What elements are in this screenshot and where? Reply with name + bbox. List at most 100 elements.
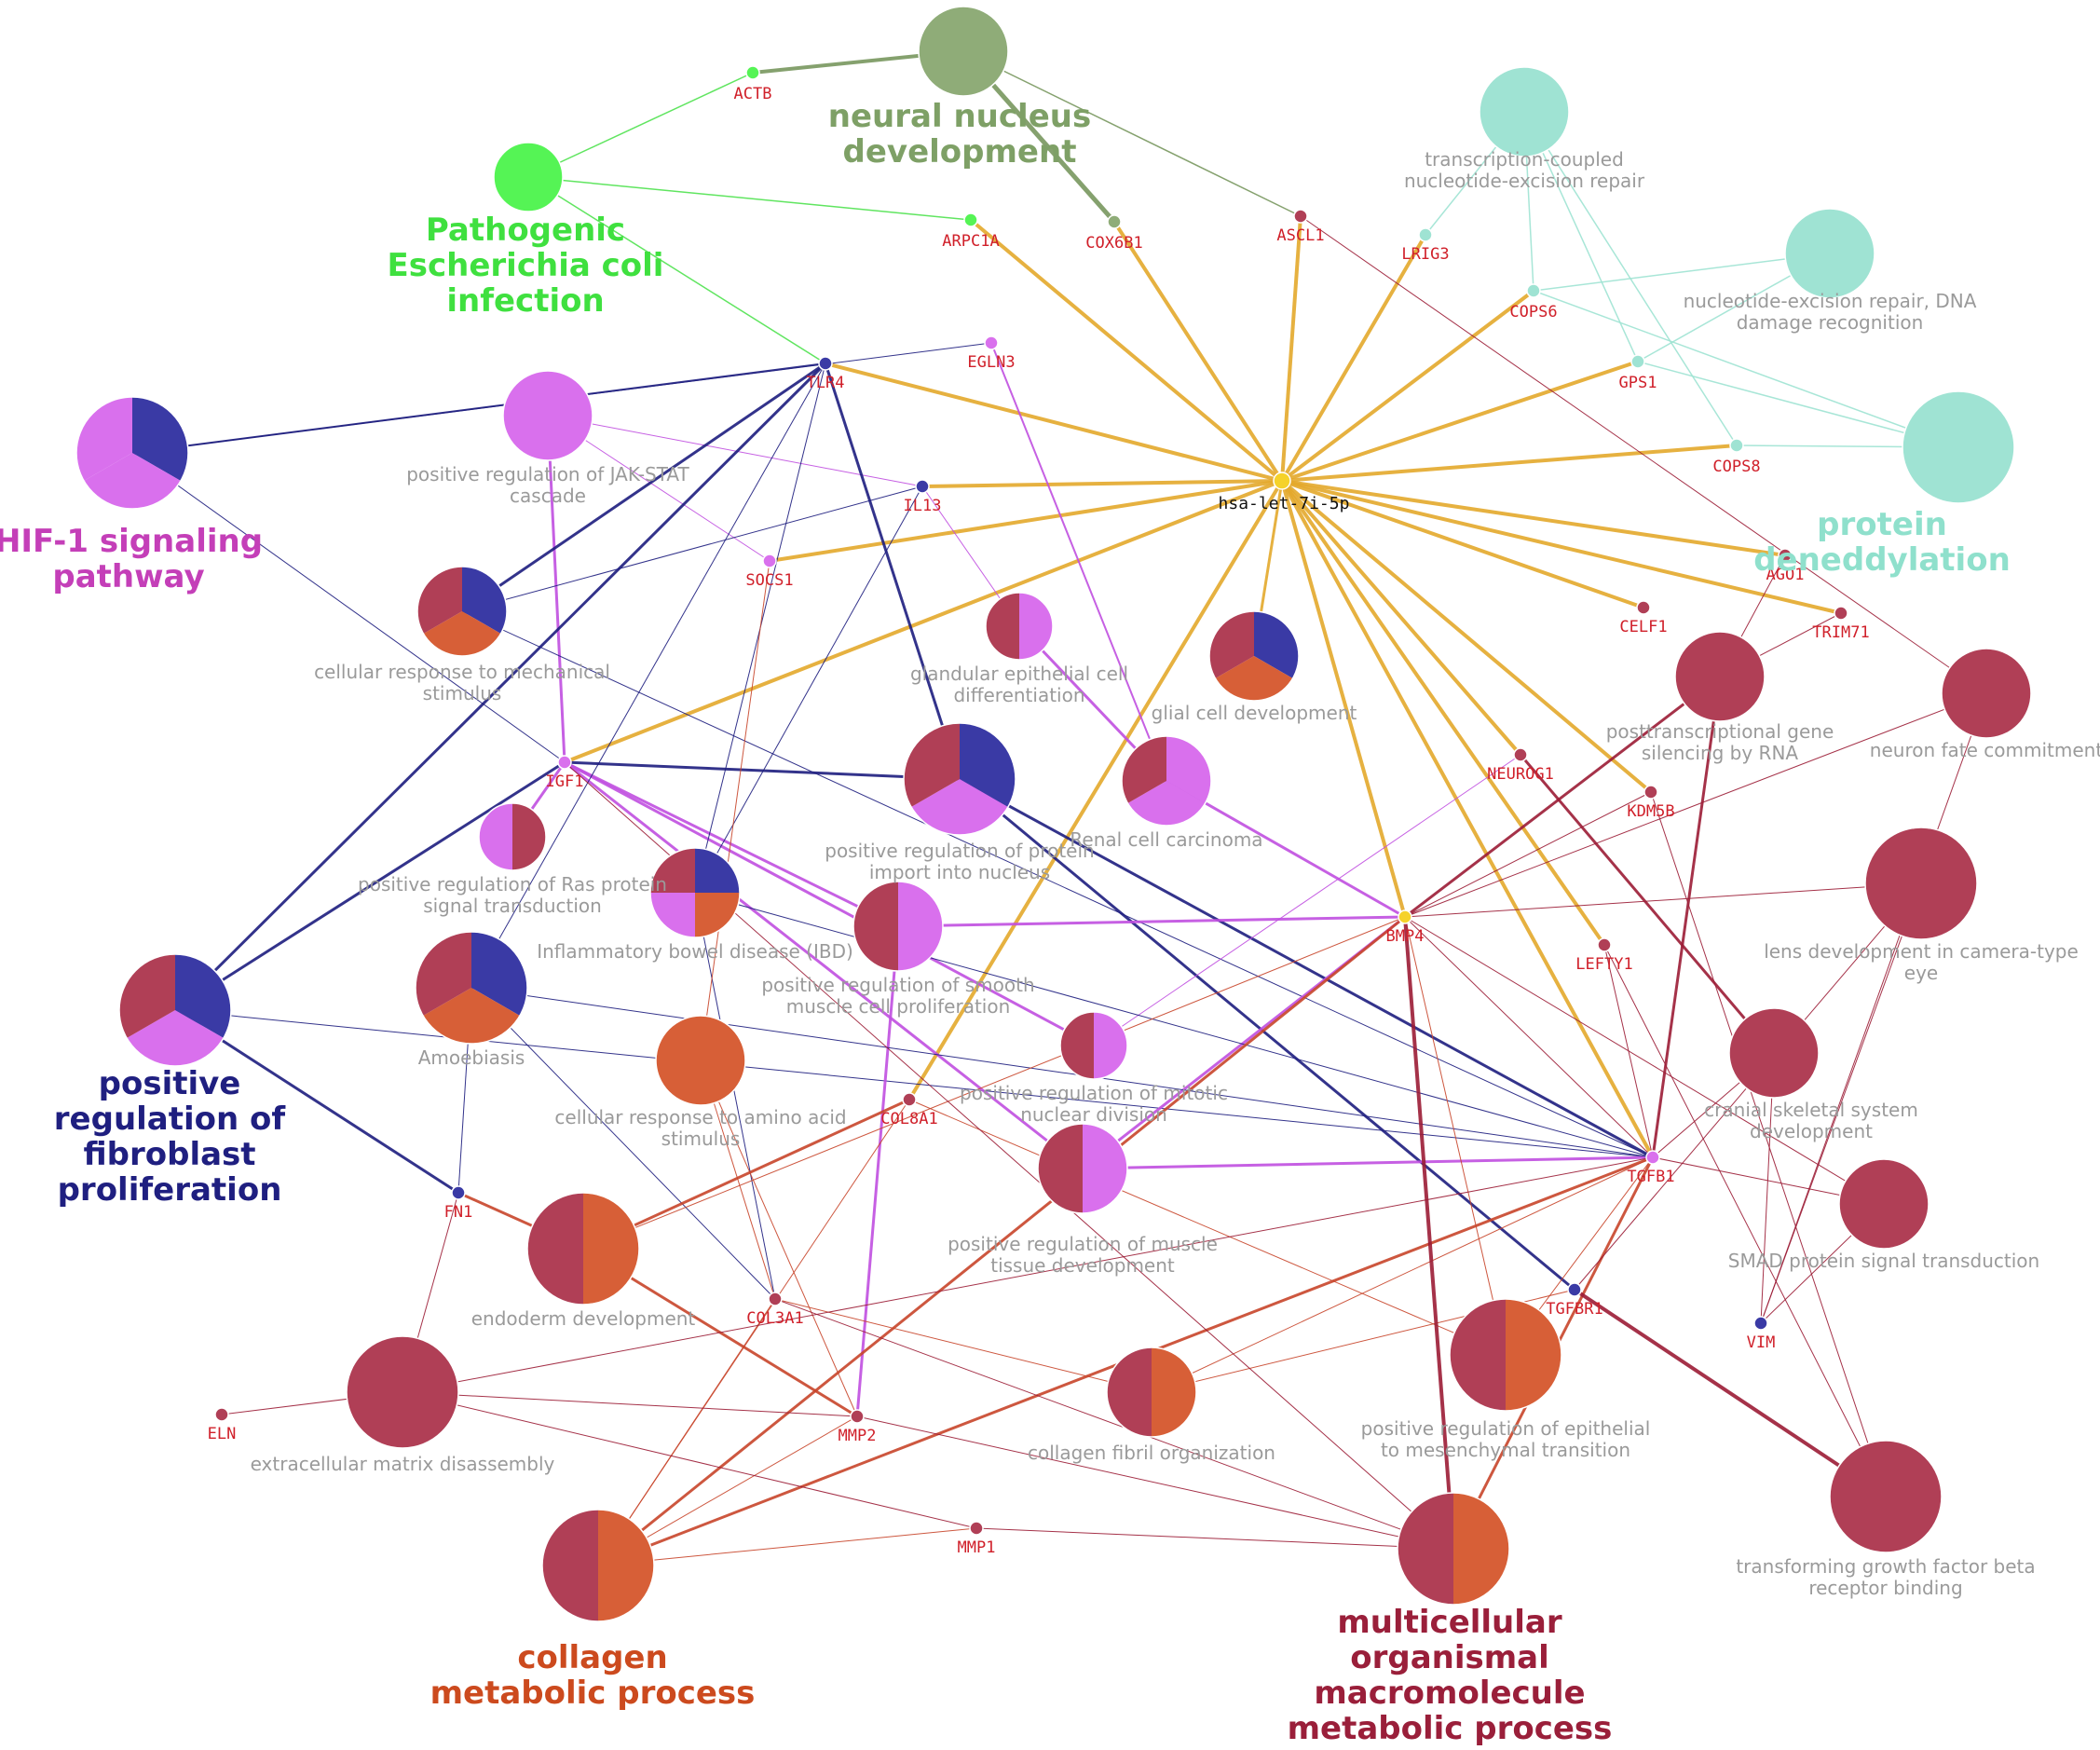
- gene-node-ascl1[interactable]: [1293, 209, 1308, 224]
- gene-node-mmp2[interactable]: [850, 1409, 865, 1424]
- gene-node-eln[interactable]: [214, 1407, 229, 1422]
- term-node-ras[interactable]: [478, 802, 547, 871]
- gene-node-neurog1[interactable]: [1513, 747, 1528, 762]
- term-node-protimport[interactable]: [903, 722, 1016, 836]
- gene-node-col3a1[interactable]: [768, 1292, 783, 1306]
- gene-node-lrig3[interactable]: [1418, 227, 1433, 242]
- term-node-hif1[interactable]: [75, 396, 189, 510]
- term-label-line: Amoebiasis: [418, 1046, 525, 1069]
- edge-hsa-let-7i-5p-tgfb1: [1280, 480, 1655, 1158]
- term-node-cranial[interactable]: [1728, 1007, 1820, 1099]
- gene-node-col8a1[interactable]: [902, 1092, 917, 1107]
- gene-node-cops6[interactable]: [1526, 283, 1541, 298]
- edge-nerdna-cops6: [1533, 253, 1831, 292]
- cluster-title-line: fibroblast: [83, 1136, 255, 1173]
- gene-node-tgfb1[interactable]: [1645, 1150, 1660, 1165]
- term-label-line: cellular response to mechanical: [314, 661, 610, 683]
- term-node-ecoli[interactable]: [493, 142, 564, 212]
- cluster-title-line: multicellular: [1337, 1604, 1562, 1641]
- term-node-ecm[interactable]: [346, 1335, 459, 1449]
- term-node-neuronfate[interactable]: [1941, 648, 2032, 739]
- edge-muscle-igf1: [564, 760, 1084, 1170]
- term-node-glial[interactable]: [1208, 610, 1300, 702]
- gene-node-arpc1a[interactable]: [963, 212, 978, 227]
- term-label-line: nucleotide-excision repair: [1404, 170, 1645, 192]
- gene-node-socs1[interactable]: [762, 554, 777, 568]
- gene-node-bmp4[interactable]: [1398, 909, 1412, 924]
- gene-label-ago1: AGO1: [1766, 566, 1805, 584]
- gene-node-mmp1[interactable]: [969, 1521, 984, 1536]
- gene-node-fn1[interactable]: [451, 1185, 466, 1200]
- term-node-smooth[interactable]: [852, 881, 944, 972]
- gene-node-actb[interactable]: [745, 65, 760, 80]
- term-node-nerdna[interactable]: [1784, 208, 1875, 299]
- edge-kdm5b-bmp4: [1404, 791, 1652, 918]
- gene-node-ago1[interactable]: [1778, 548, 1793, 563]
- gene-label-lrig3: LRIG3: [1401, 245, 1449, 264]
- term-node-mech-slice-0: [462, 567, 507, 634]
- term-node-deneddylation[interactable]: [1902, 390, 2015, 504]
- term-node-smad[interactable]: [1838, 1158, 1930, 1250]
- gene-node-igf1[interactable]: [557, 755, 572, 770]
- term-node-smooth-slice-0: [898, 882, 943, 971]
- gene-node-vim[interactable]: [1753, 1316, 1768, 1331]
- gene-node-celf1[interactable]: [1636, 600, 1651, 615]
- term-node-layer: [75, 6, 2032, 1622]
- term-node-tcner[interactable]: [1479, 66, 1570, 157]
- term-label-line: positive regulation of epithelial: [1361, 1417, 1651, 1440]
- term-label-line: cellular response to amino acid: [554, 1106, 846, 1128]
- edge-protimport-tlr4: [824, 362, 961, 780]
- edge-lens-vim: [1760, 882, 1922, 1324]
- cluster-title-line: positive: [99, 1065, 241, 1102]
- term-node-tgfbr[interactable]: [1829, 1440, 1943, 1553]
- term-label-line: SMAD protein signal transduction: [1728, 1250, 2039, 1272]
- gene-label-arpc1a: ARPC1A: [942, 232, 999, 251]
- cluster-title-line: neural nucleus: [828, 98, 1091, 135]
- gene-label-bmp4: BMP4: [1386, 927, 1425, 946]
- term-node-lens[interactable]: [1864, 827, 1978, 940]
- term-node-collagenfib[interactable]: [1106, 1347, 1197, 1438]
- term-node-amoeb[interactable]: [415, 931, 528, 1045]
- mirna-hub-node[interactable]: [1273, 472, 1291, 490]
- term-label-line: differentiation: [953, 684, 1084, 706]
- term-node-glandular[interactable]: [985, 592, 1054, 661]
- term-node-endoderm[interactable]: [526, 1192, 640, 1306]
- gene-node-trim71[interactable]: [1834, 606, 1848, 621]
- term-node-neural-nucleus[interactable]: [918, 6, 1009, 97]
- gene-node-cox6b1[interactable]: [1107, 214, 1122, 229]
- gene-node-cops8[interactable]: [1729, 438, 1744, 453]
- edge-multicell-mmp1: [975, 1527, 1454, 1550]
- gene-node-tgfbr1[interactable]: [1567, 1282, 1582, 1297]
- edge-renal-bmp4: [1166, 779, 1406, 919]
- term-node-collagenfib-outline: [1106, 1347, 1197, 1438]
- edge-tgfbr-lefty1: [1603, 944, 1887, 1497]
- gene-node-kdm5b[interactable]: [1643, 785, 1658, 800]
- term-node-ibd[interactable]: [649, 847, 741, 938]
- gene-node-lefty1[interactable]: [1597, 937, 1612, 952]
- term-node-fibro[interactable]: [118, 953, 232, 1067]
- gene-node-il13[interactable]: [915, 479, 930, 494]
- cluster-title-line: proliferation: [58, 1171, 282, 1209]
- term-node-aminoacid[interactable]: [655, 1015, 746, 1106]
- term-node-multicell[interactable]: [1397, 1492, 1510, 1606]
- gene-node-gps1[interactable]: [1630, 354, 1645, 369]
- gene-node-tlr4[interactable]: [818, 356, 833, 371]
- mirna-hub[interactable]: hsa-let-7i-5p: [1219, 472, 1350, 513]
- term-node-renal[interactable]: [1121, 735, 1212, 827]
- term-node-jakstat[interactable]: [502, 370, 593, 461]
- term-node-mitotic[interactable]: [1059, 1011, 1128, 1080]
- term-node-muscle[interactable]: [1037, 1123, 1128, 1214]
- term-label-line: import into nucleus: [869, 861, 1050, 883]
- gene-node-egln3[interactable]: [984, 335, 999, 350]
- term-node-mech[interactable]: [416, 566, 508, 657]
- term-node-ptgs[interactable]: [1674, 631, 1766, 722]
- term-node-emt[interactable]: [1449, 1298, 1562, 1412]
- edge-jakstat-igf1: [546, 415, 566, 763]
- gene-label-tlr4: TLR4: [807, 374, 845, 392]
- term-node-collagenmet[interactable]: [541, 1509, 655, 1622]
- edge-mitotic-neurog1: [1093, 754, 1521, 1046]
